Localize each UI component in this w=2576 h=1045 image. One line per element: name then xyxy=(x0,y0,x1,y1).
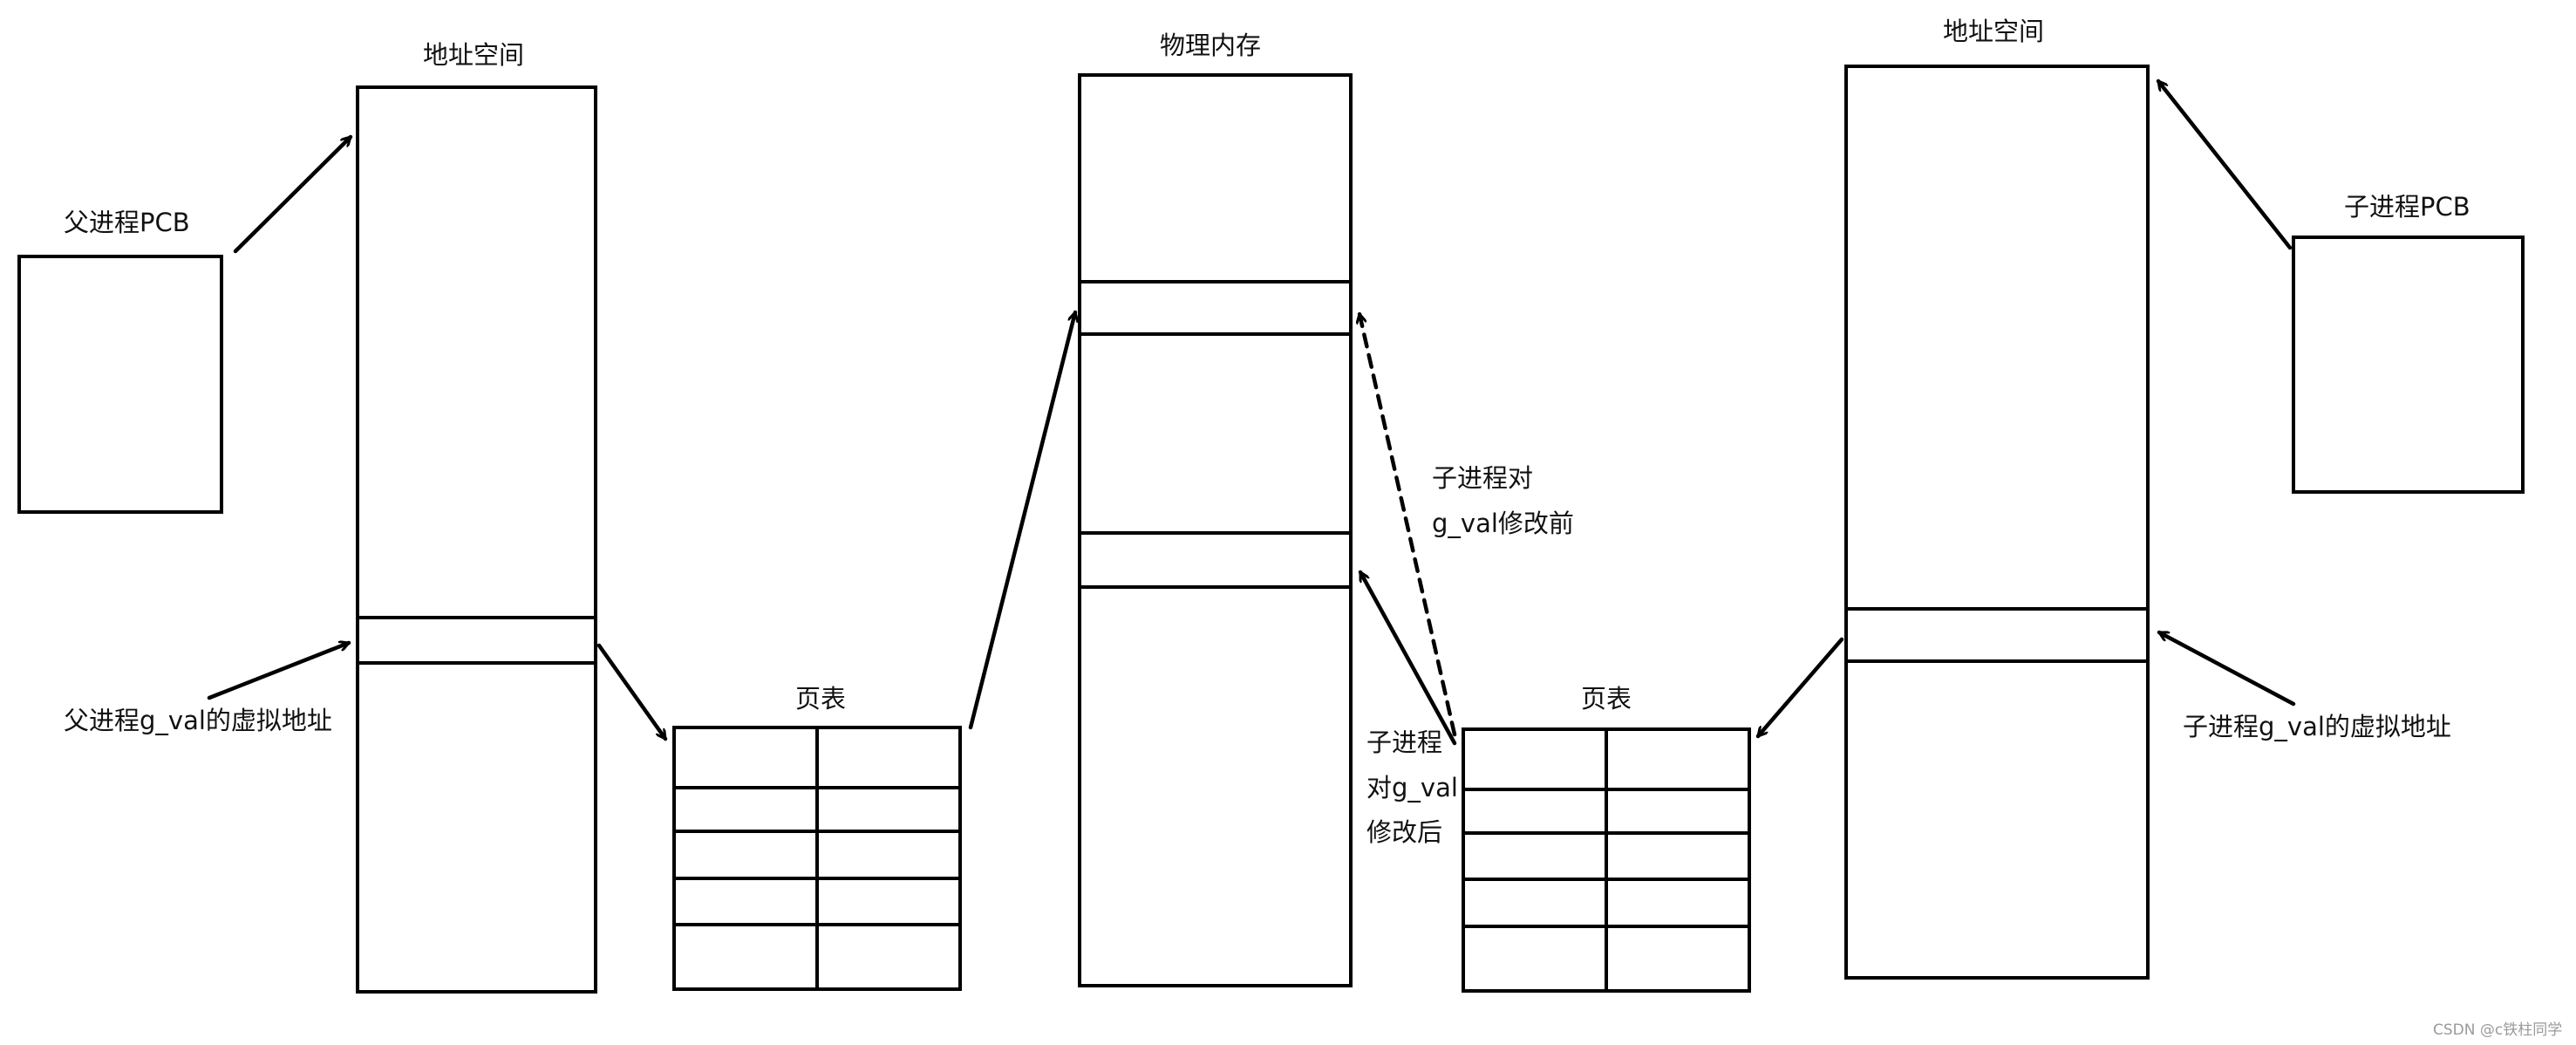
before-modify-label-line2: g_val修改前 xyxy=(1432,509,1574,538)
child-pcb: 子进程PCB xyxy=(2292,192,2525,494)
arrow-child-address-to-page-table xyxy=(1755,637,1844,736)
before-modify-label-line1: 子进程对 xyxy=(1432,463,1533,493)
parent-gval-vaddr-label: 父进程g_val的虚拟地址 xyxy=(64,706,332,735)
physical-memory-label: 物理内存 xyxy=(1160,31,1261,60)
watermark: CSDN @c铁柱同学 xyxy=(2433,1021,2562,1039)
arrow-parent-page-table-to-memory xyxy=(968,312,1075,730)
arrow-parent-gval-label-to-slot xyxy=(207,643,349,700)
parent-address-space-label: 地址空间 xyxy=(423,40,524,70)
child-page-table-label: 页表 xyxy=(1581,684,1632,714)
arrow-child-gval-label-to-slot xyxy=(2159,630,2296,707)
physical-memory: 物理内存 xyxy=(1078,31,1353,987)
parent-page-table: 页表 xyxy=(672,684,962,991)
parent-address-space: 地址空间 xyxy=(356,40,597,994)
child-address-space: 地址空间 xyxy=(1844,17,2150,980)
arrow-child-before-modify-dashed xyxy=(1360,314,1457,737)
child-page-table: 页表 xyxy=(1462,684,1751,993)
after-modify-label-line2: 对g_val xyxy=(1366,773,1458,803)
arrow-parent-address-to-page-table xyxy=(596,643,668,739)
child-pcb-label: 子进程PCB xyxy=(2344,192,2470,222)
arrow-child-after-modify xyxy=(1358,572,1457,746)
parent-address-space-box xyxy=(356,85,597,994)
child-pcb-box xyxy=(2292,236,2525,494)
arrow-child-pcb-to-address-space xyxy=(2156,81,2293,250)
child-address-space-label: 地址空间 xyxy=(1943,17,2044,46)
parent-page-table-label: 页表 xyxy=(795,684,846,714)
after-modify-label-line3: 修改后 xyxy=(1366,817,1442,847)
physical-memory-box xyxy=(1078,73,1353,987)
child-gval-vaddr-label: 子进程g_val的虚拟地址 xyxy=(2183,712,2451,741)
after-modify-label-line1: 子进程 xyxy=(1366,727,1442,757)
child-address-space-box xyxy=(1844,65,2150,980)
parent-pcb-label: 父进程PCB xyxy=(64,208,190,237)
arrow-parent-pcb-to-address-space xyxy=(233,134,353,254)
parent-pcb-box xyxy=(17,255,223,514)
parent-pcb: 父进程PCB xyxy=(17,208,223,514)
